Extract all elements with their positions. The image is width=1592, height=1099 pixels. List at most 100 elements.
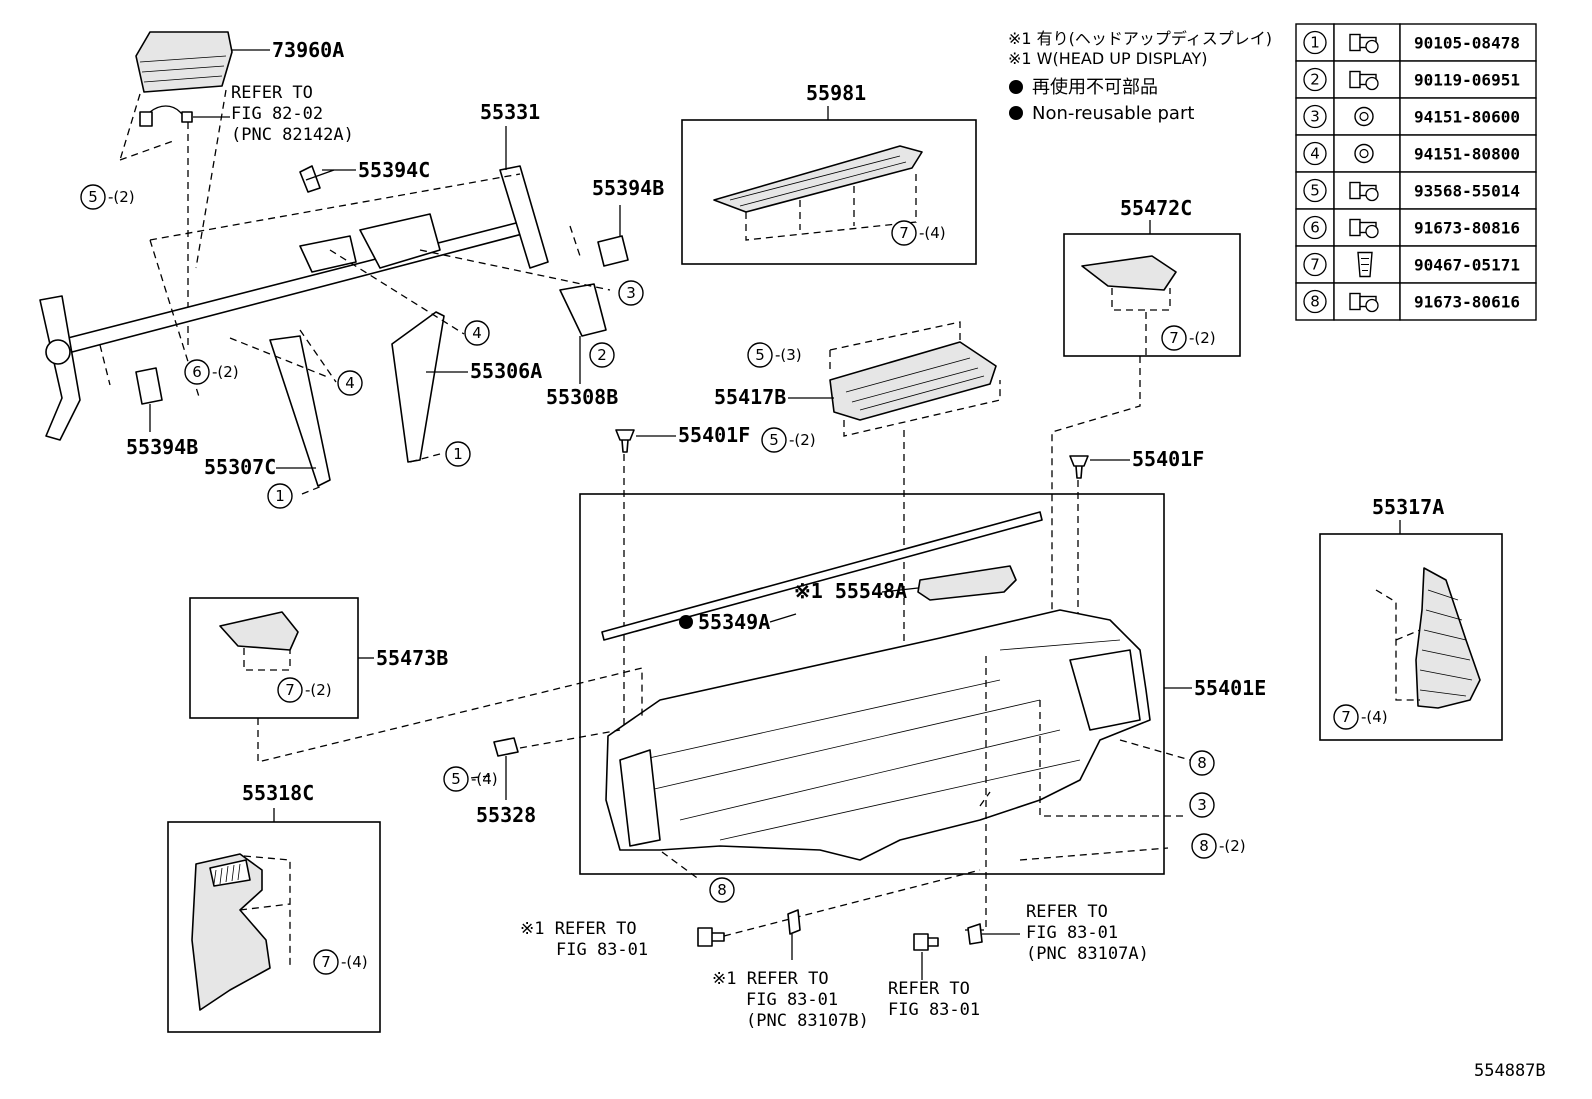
fastener-part-number: 94151-80800 bbox=[1414, 145, 1520, 164]
callout-number: 1 bbox=[275, 487, 285, 505]
row-number: 7 bbox=[1310, 256, 1320, 274]
callout-circle bbox=[589, 342, 615, 368]
label-55401E: 55401E bbox=[1194, 676, 1266, 700]
callout-number: 7 bbox=[899, 224, 909, 242]
fastener-icon bbox=[1354, 106, 1374, 127]
label-55472C: 55472C bbox=[1120, 196, 1192, 220]
callout-number: 5 bbox=[769, 431, 779, 449]
hud-unit-73960A: 73960A REFER TO FIG 82-02 (PNC 82142A) bbox=[119, 31, 354, 350]
left-side-bracket-shape bbox=[39, 295, 81, 441]
callout-circle bbox=[709, 877, 735, 903]
callout-circle bbox=[80, 184, 106, 210]
label-55328: 55328 bbox=[476, 803, 536, 827]
non-reusable-dot-icon bbox=[1009, 80, 1023, 94]
group-55318C: 55318C bbox=[167, 781, 381, 1033]
brace-55306A-shape bbox=[391, 311, 445, 463]
fastener-icon bbox=[1349, 218, 1379, 239]
note-hud-en: ※1 W(HEAD UP DISPLAY) bbox=[1008, 49, 1208, 68]
non-reusable-dot-icon bbox=[679, 615, 693, 629]
label-55331: 55331 bbox=[480, 100, 540, 124]
row-number: 1 bbox=[1310, 34, 1320, 52]
callout-quantity: -(4) bbox=[341, 953, 368, 971]
callout-quantity: -(2) bbox=[1189, 329, 1216, 347]
instrument-panel-reinforcement bbox=[39, 165, 629, 487]
group-55401E: ※1 55548A 55349A 55401E bbox=[579, 493, 1266, 931]
box-55981 bbox=[681, 119, 977, 265]
clip-55401F-icon bbox=[615, 429, 635, 453]
label-ref-83-01-d-fig: FIG 83-01 bbox=[1026, 923, 1118, 943]
fastener-row: 7 90467-05171 bbox=[1295, 245, 1537, 284]
label-55394C: 55394C bbox=[358, 158, 430, 182]
callout-circle bbox=[464, 320, 490, 346]
callout-circle bbox=[267, 483, 293, 509]
cover-55472C-shape bbox=[1081, 255, 1177, 291]
label-refer-82-02-fig: FIG 82-02 bbox=[231, 104, 323, 124]
label-ref-83-01-b-fig: FIG 83-01 bbox=[746, 990, 838, 1010]
label-ref-83-01-b-pnc: (PNC 83107B) bbox=[746, 1011, 869, 1031]
callout-circle bbox=[761, 427, 787, 453]
callout-circle bbox=[1189, 792, 1215, 818]
label-55394B-top: 55394B bbox=[592, 176, 664, 200]
bolt-icon bbox=[697, 927, 725, 947]
bracket-icon bbox=[967, 923, 983, 945]
label-ref-83-01-b: ※1 REFER TO bbox=[712, 969, 829, 989]
callout-number: 8 bbox=[1199, 837, 1209, 855]
label-ref-83-01-d: REFER TO bbox=[1026, 902, 1108, 922]
callout-circle bbox=[313, 949, 339, 975]
label-55349A: 55349A bbox=[698, 610, 770, 634]
callout-quantity: -(2) bbox=[789, 431, 816, 449]
label-55306A: 55306A bbox=[470, 359, 542, 383]
callout-circle bbox=[184, 359, 210, 385]
fastener-part-number: 91673-80616 bbox=[1414, 293, 1520, 312]
bolt-icon bbox=[913, 933, 939, 951]
hud-cover-55548A-shape bbox=[917, 565, 1017, 601]
brace-55307C-shape bbox=[269, 335, 331, 487]
row-number-circle bbox=[1303, 252, 1327, 277]
non-reusable-dot-icon bbox=[1009, 106, 1023, 120]
callout-number: 7 bbox=[1341, 708, 1351, 726]
callout-quantity: -(2) bbox=[1219, 837, 1246, 855]
clip-55401F-icon bbox=[1069, 455, 1089, 479]
callout-circle bbox=[1333, 704, 1359, 730]
callout-circle bbox=[277, 677, 303, 703]
row-number: 6 bbox=[1310, 219, 1320, 237]
cover-55473B-shape bbox=[219, 611, 299, 651]
callout-number: 5 bbox=[451, 770, 461, 788]
label-55317A: 55317A bbox=[1372, 495, 1444, 519]
fastener-part-number: 90467-05171 bbox=[1414, 256, 1520, 275]
callout-number: 4 bbox=[345, 374, 355, 392]
callout-c3-b: 3 bbox=[1189, 792, 1215, 818]
callout-quantity: -(4) bbox=[1361, 708, 1388, 726]
callout-circle bbox=[1161, 325, 1187, 351]
callout-number: 7 bbox=[1169, 329, 1179, 347]
callout-c7-4_a: 7-(4) bbox=[891, 220, 946, 246]
callout-number: 5 bbox=[755, 346, 765, 364]
group-55417B: 55417B bbox=[714, 321, 1001, 720]
cover-55318C-shape bbox=[191, 853, 271, 1011]
group-55401F-left: 55401F bbox=[615, 423, 750, 752]
figure-id: 554887B bbox=[1474, 1061, 1546, 1081]
callout-number: 7 bbox=[285, 681, 295, 699]
callout-circle bbox=[1191, 833, 1217, 859]
callout-quantity: -(2) bbox=[108, 188, 135, 206]
label-55548A: ※1 55548A bbox=[794, 579, 907, 603]
label-ref-83-01-c-fig: FIG 83-01 bbox=[888, 1000, 980, 1020]
row-number-circle bbox=[1303, 104, 1327, 129]
label-ref-83-01-d-pnc: (PNC 83107A) bbox=[1026, 944, 1149, 964]
note-non-reusable-en: Non-reusable part bbox=[1032, 103, 1194, 124]
fastener-part-number: 90105-08478 bbox=[1414, 34, 1520, 53]
fastener-icon bbox=[1349, 70, 1379, 91]
row-number-circle bbox=[1303, 141, 1327, 166]
group-55472C: 55472C bbox=[1063, 196, 1241, 357]
label-55401F-right: 55401F bbox=[1132, 447, 1204, 471]
callout-c7-4_c: 7 -(4) bbox=[1333, 704, 1388, 730]
callout-c8-2: 8 -(2) bbox=[1191, 833, 1246, 859]
label-ref-83-01-a: ※1 REFER TO bbox=[520, 919, 637, 939]
label-55318C: 55318C bbox=[242, 781, 314, 805]
callout-c7-2_b: 7-(2) bbox=[277, 677, 332, 703]
cover-55981-shape bbox=[713, 145, 923, 213]
callout-number: 8 bbox=[717, 881, 727, 899]
